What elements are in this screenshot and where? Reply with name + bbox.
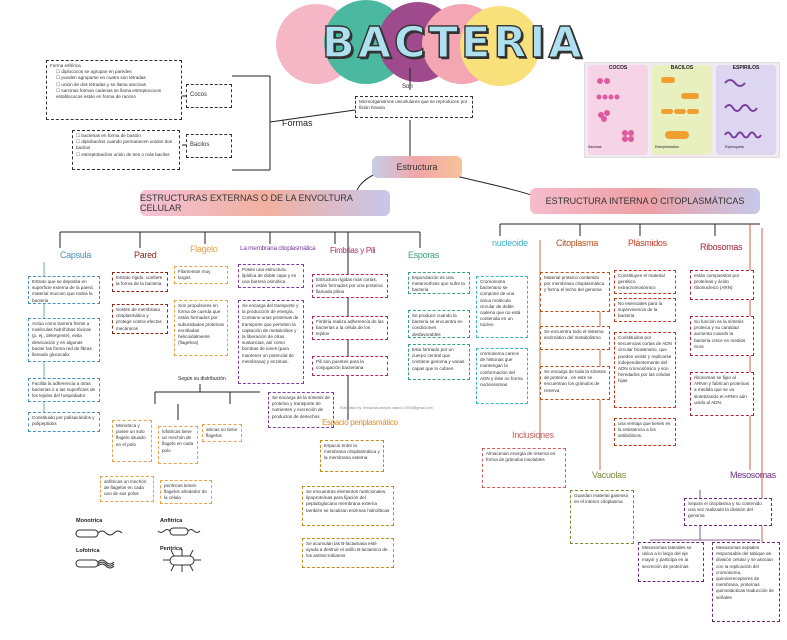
esporas-box-3: Esta formado por un cuerpo central que c…	[408, 344, 470, 380]
shape-label: Sarcinas	[588, 145, 602, 149]
fimbrias-box-1: Estructura rígidas más cortas, están for…	[312, 274, 388, 298]
cocos-column-title: COCOS	[608, 65, 628, 71]
bacilos-item: ☐ estreptobacilos unión de tres o más ba…	[76, 151, 170, 157]
citoplasma-box-2: Se encuentra todo el sistema enzimático …	[540, 326, 610, 350]
vacuolas-box: Guardan material gaseoso en el interior …	[570, 490, 634, 544]
plasmidos-box-4: una ventaja que tienes es la resistencia…	[614, 418, 676, 446]
title-circle-yellow	[460, 6, 540, 86]
estructura-label: Estructura	[396, 162, 438, 172]
bacilos-item: ☐ diplobacilos cuando permanecen unidos …	[76, 139, 173, 151]
vacuolas-title: Vacuolas	[592, 470, 626, 480]
pared-box-2: Sostén de membrana citoplasmática y prot…	[112, 304, 168, 334]
interna-label: ESTRUCTURA INTERNA O CITOPLASMÁTICAS	[545, 196, 745, 206]
ribosomas-box-3: ribosomas se fijan al ARNm y fabrican pr…	[690, 372, 754, 416]
shape-label: Espiroqueta	[725, 145, 744, 149]
nucleoide-box-1: Cromosoma bacteriano se compone de una ú…	[476, 276, 528, 338]
plasmidos-box-2: No esenciales para la supervivencia de l…	[614, 298, 676, 322]
cocos-item: ☐ diplococos se agrupan en paredes	[56, 69, 132, 75]
externas-label: ESTRUCTURAS EXTERNAS O DE LA ENVOLTURA C…	[140, 193, 353, 213]
son-label: Son	[402, 84, 413, 90]
flagelo-box-2: Son propulsores en forma de cuerda que e…	[174, 300, 228, 356]
plasmidos-box-3: Constituidos por secuencias cortas de AD…	[614, 332, 676, 408]
flagelo-peritricas-box: peritricas tienen flagelos alrededor de …	[160, 480, 212, 504]
ribosomas-title: Ribosomas	[700, 242, 743, 252]
capsula-box-4: Constituido por polisacáridos y polipept…	[28, 412, 100, 432]
bacilos-column-title: BACILOS	[670, 65, 694, 71]
label-lofotrica: Lofotrica	[76, 548, 100, 554]
bacteria-shapes-drawing	[596, 77, 762, 142]
plasmidos-box-1: Constituyen el material genético extracr…	[614, 270, 676, 294]
flagelo-lofotrica-box: lofotricas tiene un mechón de flagelo en…	[158, 426, 198, 464]
fimbrias-title: Fimbrias y Pili	[330, 246, 376, 255]
estructura-banner: Estructura	[372, 156, 462, 178]
inclusiones-title: Inclusiones	[512, 430, 554, 440]
label-monotrica: Monotrica	[76, 518, 103, 524]
esporas-box-2: Se produce cuando la bacteria se encuent…	[408, 310, 470, 338]
espirilos-column: ESPIRILOS	[716, 65, 776, 155]
cocos-item: ☐ pueden agruparse en cuatro son tétrada…	[56, 75, 146, 81]
page-title: BACTERIA	[321, 17, 585, 68]
mesosomas-box-3: Mesosomas septales responsable del tabiq…	[712, 542, 780, 622]
flagelo-anfitricas-box: anfitricas un mechón de flagelos en cada…	[100, 476, 154, 502]
pared-box-1: Estrato rígido, confiere la forma de la …	[112, 272, 168, 292]
flagelo-atricas-box: atricas no tiene flagelos	[202, 424, 242, 442]
pared-title: Pared	[134, 250, 157, 260]
periplasmatico-box-2: Se encuentras elementos nutricionales, l…	[302, 486, 394, 526]
label-anfitrica: Anfitrica	[160, 518, 183, 524]
cocos-item: ☐ sarcinas forman cadenas se llama estre…	[56, 87, 161, 93]
citoplasma-title: Citoplasma	[556, 238, 599, 248]
mesosomas-box-1: Separa el citoplasma y su contenido una …	[684, 498, 772, 526]
plasmidos-title: Plásmidos	[628, 238, 667, 248]
formas-label: Formas	[282, 118, 313, 128]
membrana-box-3: Se encarga de la síntesis de proteína y …	[268, 392, 334, 428]
flagelo-title: Flagelo	[190, 244, 218, 254]
citoplasma-box-3: Se encarga de toda la síntesis de proteí…	[540, 366, 610, 400]
cocos-item: ☐ unión de dos tétradas y se llama sarci…	[56, 81, 146, 87]
capsula-box-2: Actúa como barrera frente a moléculas hi…	[28, 318, 100, 362]
bacilos-item: ☐ bacterias en forma de bastón	[76, 133, 141, 138]
fimbrias-box-3: Pili son puentes para la conjugación bac…	[312, 356, 388, 376]
cocos-box: Forma esférica ☐ diplococos se agrupan e…	[46, 60, 182, 120]
ribosomas-box-1: están compuestos por proteínas y ácido r…	[690, 270, 754, 300]
periplasmatico-box-3: Se acumulan las B-lactamasa esté ayuda a…	[302, 538, 394, 568]
cocos-label-box: Cocos	[186, 84, 232, 108]
credit-text: Elaborado by: fernanda campos castro 100…	[340, 406, 433, 410]
cocos-item: estafilococos están en forma de racimo	[56, 93, 136, 99]
esporas-title: Esporas	[408, 250, 439, 260]
flagella-drawing	[75, 527, 201, 572]
membrana-box-1: Posee una estructura lipídica de doble c…	[238, 264, 304, 288]
mesosomas-title: Mesosomas	[730, 470, 776, 480]
membrana-title: La membrana citoplasmática	[240, 245, 316, 252]
capsula-box-3: Facilita la adherencia a otras bacterias…	[28, 378, 100, 402]
ribosomas-box-2: Su función es la síntesis proteica y su …	[690, 316, 754, 356]
capsula-box-1: Estrato que se deposita en superficie ex…	[28, 276, 100, 304]
nucleoide-box-2: cromosoma carece de histonas que manteng…	[476, 348, 528, 404]
cocos-box-title: Forma esférica	[50, 63, 81, 68]
son-box: Microorganismos unicelulares que se repr…	[355, 96, 473, 118]
fimbrias-box-2: Fimbria realiza adherencia de las bacter…	[312, 316, 388, 340]
periplasmatico-title: Espacio periplasmático	[322, 418, 398, 427]
flagelo-box-1: Filamentos muy largos	[174, 266, 228, 284]
interna-banner: ESTRUCTURA INTERNA O CITOPLASMÁTICAS	[530, 188, 760, 214]
bacteria-shapes-image: COCOS BACILOS ESPIRILOS Sarcinas Estrept…	[584, 62, 780, 158]
shape-label: Estreptobacilos	[655, 145, 679, 149]
bacilos-box: ☐ bacterias en forma de bastón ☐ diploba…	[72, 130, 180, 170]
citoplasma-box-1: Material proteico contenido por membrana…	[540, 272, 610, 312]
flagelo-monotrica-box: Monotrica y posee un solo flagelo situad…	[112, 420, 152, 462]
externas-banner: ESTRUCTURAS EXTERNAS O DE LA ENVOLTURA C…	[140, 190, 390, 216]
inclusiones-box: Almacenan energía de reserva en forma de…	[482, 448, 566, 488]
espirilos-column-title: ESPIRILOS	[732, 65, 760, 71]
label-peritrica: Peritrica	[160, 546, 183, 552]
periplasmatico-box-1: Espacio entre la membrana citoplasmática…	[320, 440, 384, 472]
flagelo-distribution-label: Según su distribución	[178, 376, 226, 382]
membrana-box-2: Se encarga del transporte y la producció…	[238, 300, 304, 384]
nucleoide-title: nucleoide	[492, 238, 528, 248]
esporas-box-1: Esporulación es una metamorfosis que suf…	[408, 272, 470, 294]
bacilos-label-box: Bacilos	[186, 134, 232, 158]
capsula-title: Capsula	[60, 250, 91, 260]
mesosomas-box-2: Mesosomas laterales se ubica a lo largo …	[638, 542, 704, 582]
